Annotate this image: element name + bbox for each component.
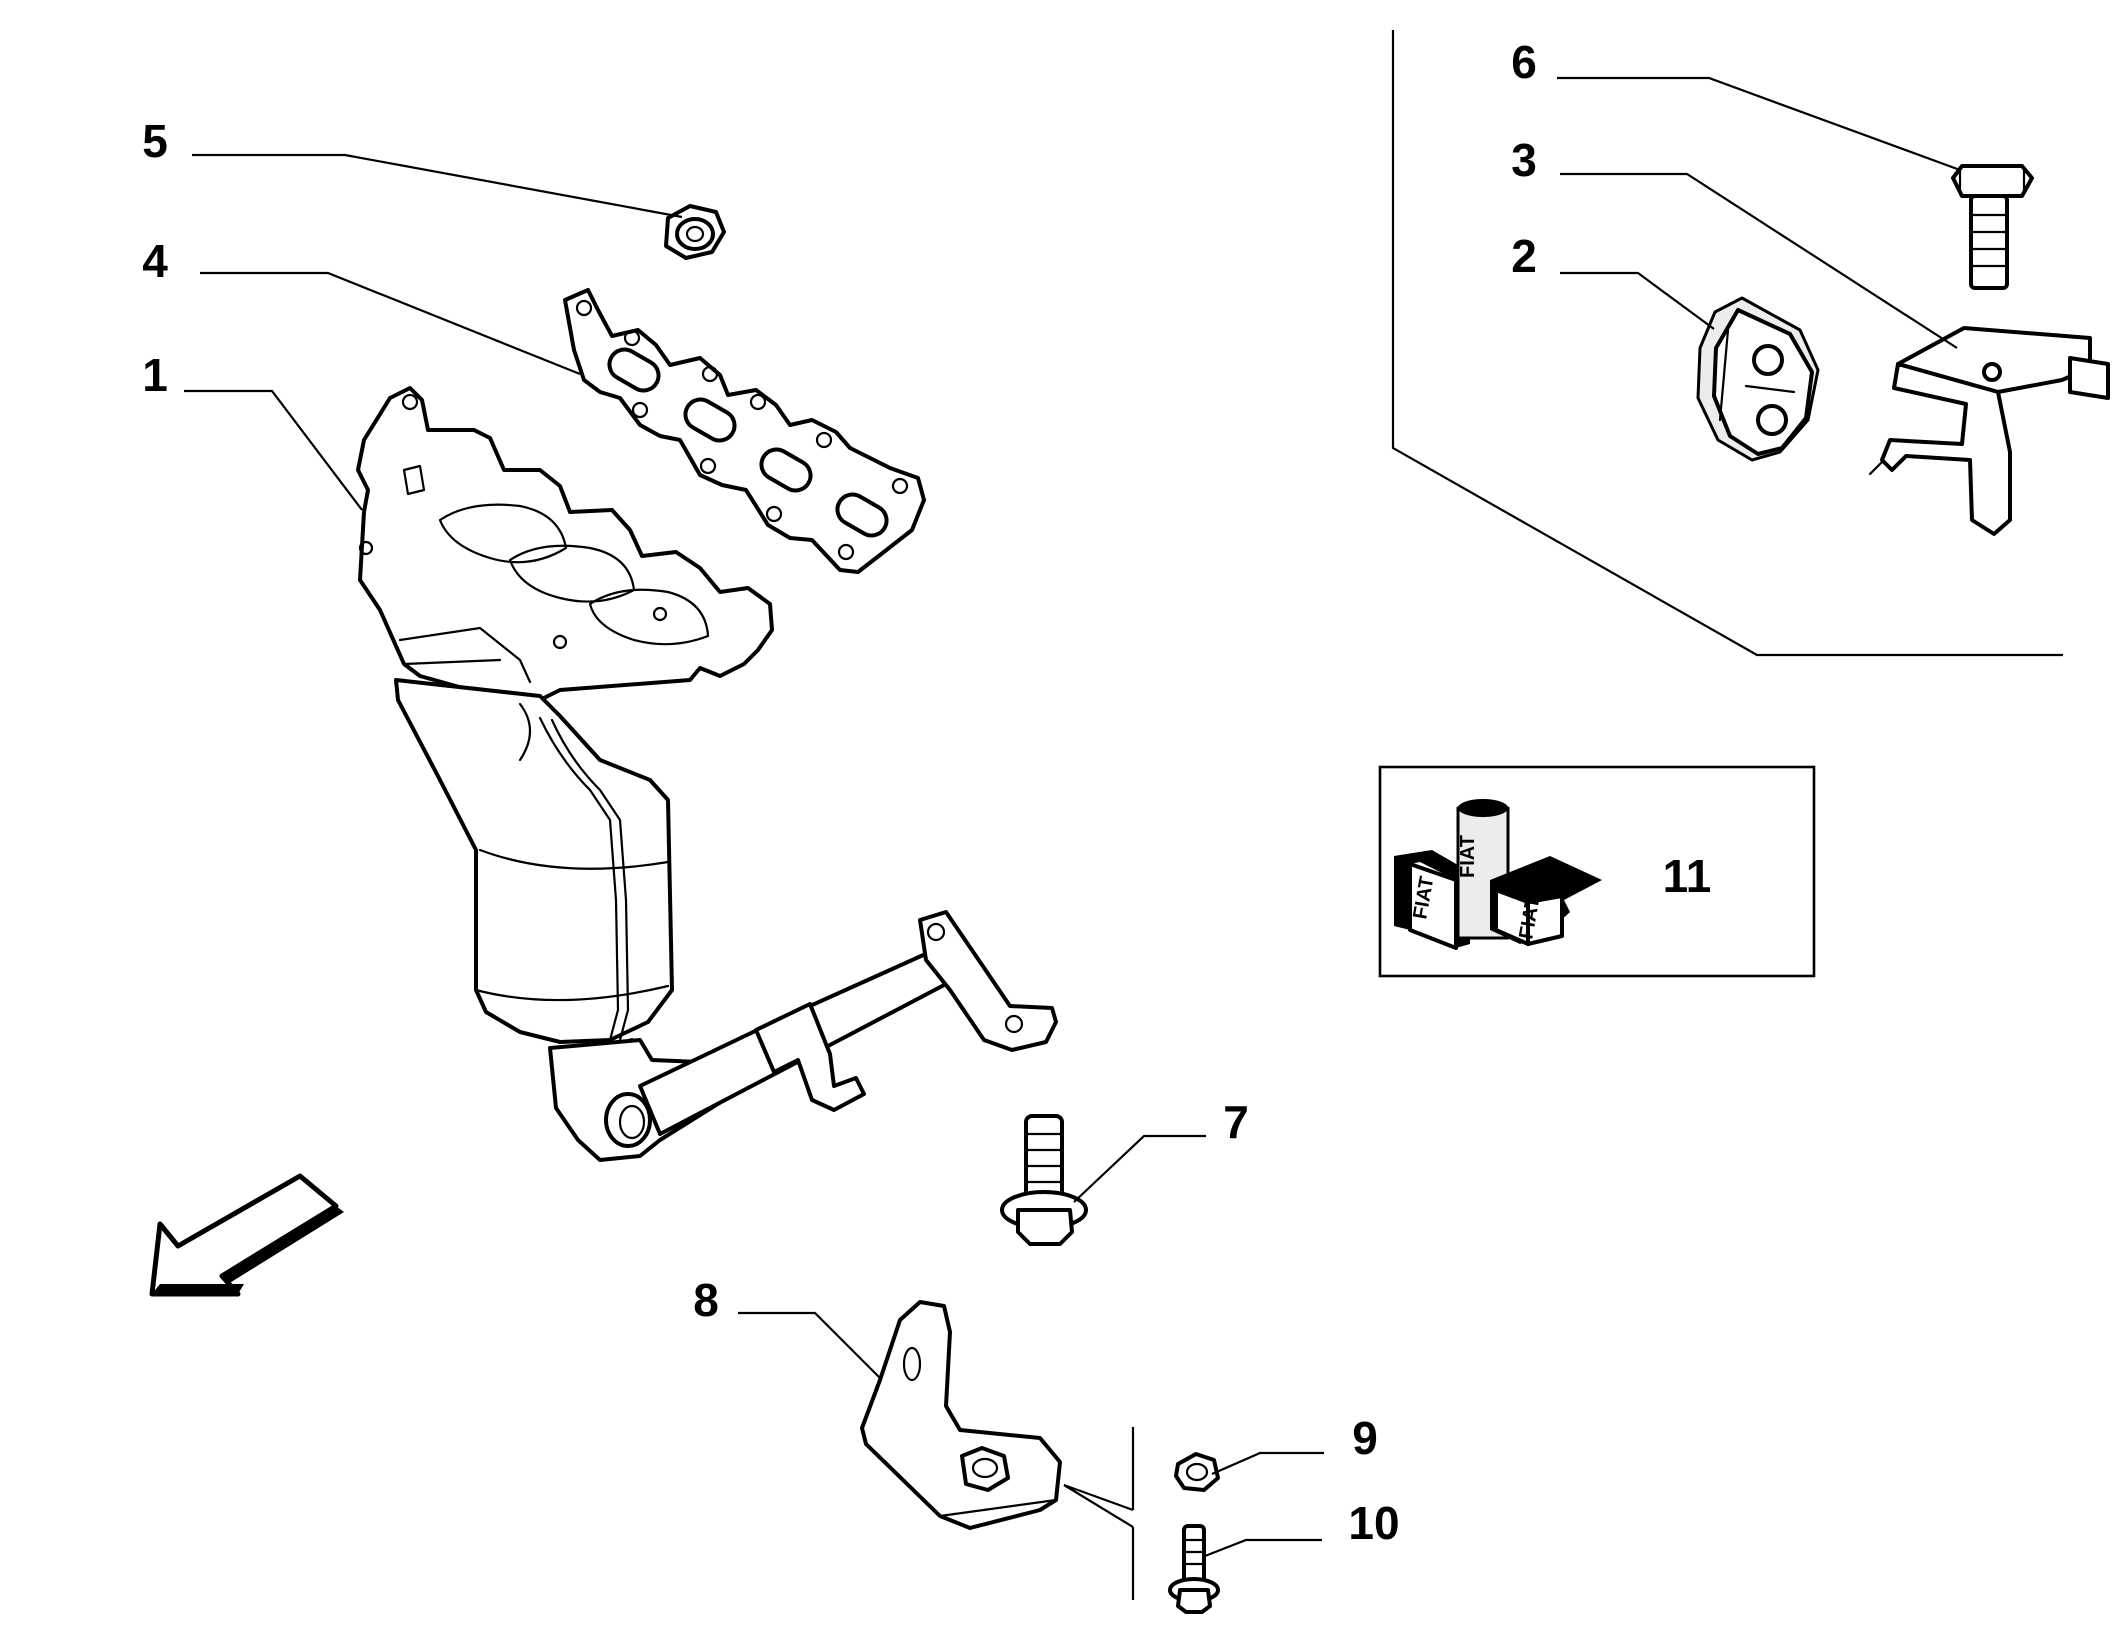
callout-3: 3	[1511, 134, 1537, 186]
part-11-fiat-kit-box: FIAT FIAT FIAT	[1378, 765, 1816, 978]
leader-1	[184, 389, 363, 511]
callout-9: 9	[1352, 1412, 1378, 1464]
leader-10	[1204, 1538, 1322, 1558]
leader-3	[1560, 172, 1958, 349]
callout-1: 1	[142, 349, 168, 401]
part-8-bracket	[860, 1300, 1062, 1530]
leader-6	[1557, 76, 1961, 172]
callout-8: 8	[693, 1274, 719, 1326]
part-3-bracket	[1868, 326, 2110, 536]
inset-border	[1391, 30, 2063, 657]
inset-group	[1391, 30, 2063, 657]
callout-2: 2	[1511, 230, 1537, 282]
callout-11: 11	[1663, 850, 1712, 902]
part-6-bolt	[1951, 164, 2034, 290]
leader-8	[738, 1311, 881, 1379]
callout-10: 10	[1348, 1497, 1399, 1549]
leader-9	[1211, 1451, 1324, 1476]
callout-5: 5	[142, 115, 168, 167]
part-5-nut	[664, 204, 726, 260]
leader-lines	[184, 76, 1961, 1558]
leader-2	[1560, 271, 1715, 330]
part-4-manifold-gasket	[563, 288, 926, 574]
part-10-small-bolt	[1168, 1524, 1220, 1614]
part-1-manifold-catalyst	[356, 386, 1058, 1162]
kit-brand-text-2: FIAT	[1457, 835, 1479, 878]
part-7-flanged-bolt	[1000, 1114, 1088, 1246]
fiat-kit-icon: FIAT FIAT FIAT	[1394, 799, 1602, 950]
front-direction-arrow-icon	[149, 1173, 344, 1297]
part-9-small-nut	[1174, 1452, 1220, 1492]
leader-7	[1073, 1134, 1206, 1203]
leader-5	[192, 153, 683, 219]
part-2-rubber-hanger	[1696, 296, 1820, 462]
part-9-10-group-bracket	[1063, 1427, 1135, 1600]
callout-4: 4	[142, 235, 168, 287]
callout-7: 7	[1223, 1096, 1249, 1148]
leader-4	[200, 271, 581, 376]
callout-6: 6	[1511, 36, 1537, 88]
